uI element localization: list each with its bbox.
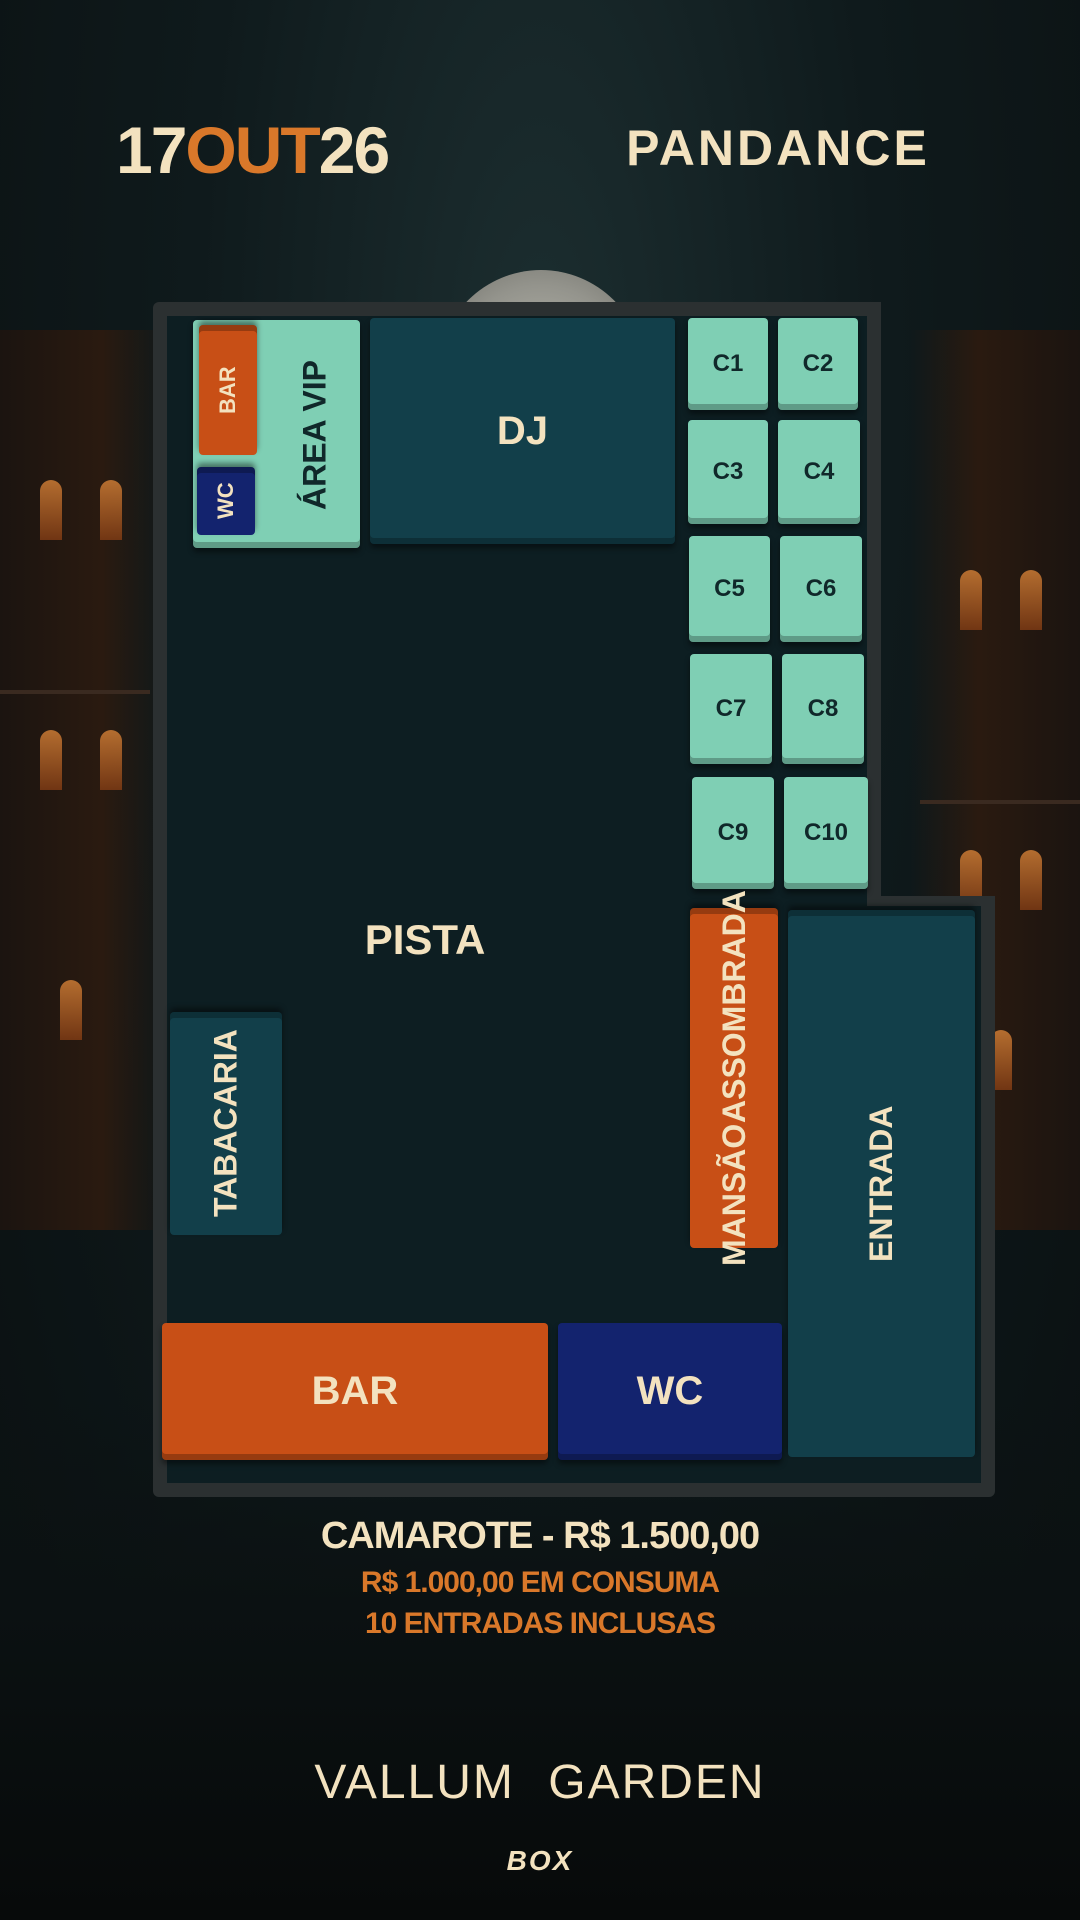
mansao-label-line1: MANSÃO xyxy=(716,1123,752,1266)
dj-booth[interactable]: DJ xyxy=(370,318,675,544)
cabin-c4[interactable]: C4 xyxy=(778,420,860,524)
pista-label: PISTA xyxy=(364,916,486,963)
cabin-c3[interactable]: C3 xyxy=(688,420,768,524)
bar-main[interactable]: BAR xyxy=(162,1323,548,1460)
area-vip-label: ÁREA VIP xyxy=(296,360,333,510)
cabin-c10[interactable]: C10 xyxy=(784,777,868,889)
venue-name: VALLUM GARDEN xyxy=(314,1756,766,1809)
date-day: 17 xyxy=(116,113,187,187)
brand-logo: PANDANCE xyxy=(626,120,930,176)
wc-vip[interactable]: WC xyxy=(197,467,255,535)
cabin-c6[interactable]: C6 xyxy=(780,536,862,642)
camarote-price: CAMAROTE - R$ 1.500,00 xyxy=(320,1515,760,1557)
cabin-c2[interactable]: C2 xyxy=(778,318,858,410)
building-left-decoration xyxy=(0,330,170,1230)
box-logo: BOX xyxy=(506,1845,574,1876)
entradas-info: 10 ENTRADAS INCLUSAS xyxy=(364,1607,716,1640)
entrada[interactable]: ENTRADA xyxy=(788,910,975,1457)
cabin-c8[interactable]: C8 xyxy=(782,654,864,764)
cabin-c7[interactable]: C7 xyxy=(690,654,772,764)
date-month: OUT xyxy=(185,113,320,187)
wc-main[interactable]: WC xyxy=(558,1323,782,1460)
event-date: 17OUT26 xyxy=(116,110,390,190)
cabin-c1[interactable]: C1 xyxy=(688,318,768,410)
bar-vip[interactable]: BAR xyxy=(199,325,257,455)
mansao-label-line2: ASSOMBRADA xyxy=(716,890,752,1124)
cabin-c5[interactable]: C5 xyxy=(689,536,770,642)
cabin-c9[interactable]: C9 xyxy=(692,777,774,889)
consuma-info: R$ 1.000,00 EM CONSUMA xyxy=(360,1566,720,1599)
date-year: 26 xyxy=(318,113,390,187)
tabacaria[interactable]: TABACARIA xyxy=(170,1012,282,1235)
